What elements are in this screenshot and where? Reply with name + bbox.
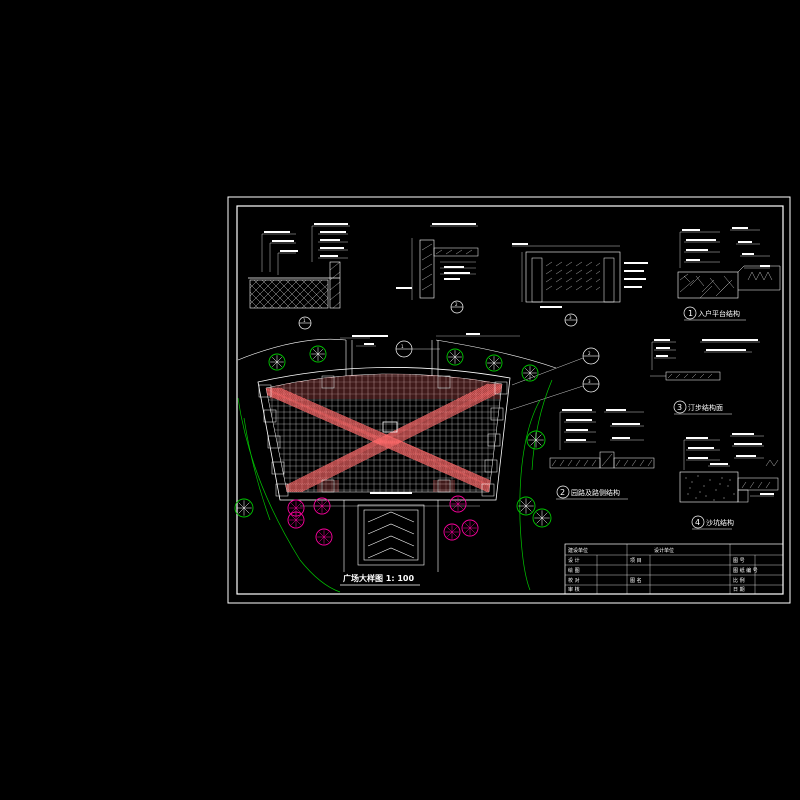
paving-band-line [292, 383, 502, 492]
shrub-icon [532, 508, 552, 528]
shrub-icon [516, 496, 536, 516]
paving-band-line [280, 383, 497, 492]
paving-band-line [275, 387, 502, 492]
paving-band-line [294, 383, 502, 492]
detail-num-path: 2 [560, 488, 565, 497]
outer-frame [227, 196, 791, 604]
paving-band-line [271, 387, 502, 492]
paving-band-line [277, 387, 502, 492]
center-marker [382, 421, 398, 433]
trees [234, 345, 552, 546]
paving-pattern [266, 373, 502, 492]
paving-band-line [266, 387, 501, 492]
tb-cell: 图 号 [733, 558, 745, 564]
tb-cell: 绘 图 [568, 567, 580, 574]
inner-frame [236, 205, 784, 595]
detail-num-entrance: 1 [688, 309, 693, 318]
paving-band-line [300, 383, 502, 492]
paving-band-line [267, 387, 502, 492]
tb-cell: 设 计 [568, 557, 580, 564]
callout-3: 3 [588, 379, 591, 384]
paving-band-line [284, 383, 501, 492]
paving-band-line [266, 387, 493, 492]
section-stepping-stone: 3 汀步结构面 [650, 339, 760, 415]
paving-band-line [279, 387, 502, 492]
detail-num-1: 1 [303, 318, 306, 323]
detail-label-stepping: 汀步结构面 [688, 403, 723, 412]
detail-num-2: 2 [455, 302, 458, 307]
tb-cell: 比 例 [733, 577, 745, 584]
paving-band-line [286, 383, 502, 492]
paving-band-line [296, 383, 502, 492]
section-path-edge: 2 园路及路侧结构 [549, 409, 655, 500]
paving-band-line [272, 383, 489, 492]
tb-design-unit: 设计单位 [654, 547, 674, 554]
title-block: 建设单位 设计单位 设 计 项 目 图 号 绘 图 图 纸 编 号 校 对 图 … [564, 543, 784, 595]
paving-band-line [276, 383, 493, 492]
flower-icon [461, 519, 479, 537]
detail-num-sandpit: 4 [695, 518, 700, 527]
plaza-title: 广场大样图 1: 100 [343, 573, 414, 583]
plaza-plan: 1 2 3 [237, 333, 600, 572]
paving-band-line [266, 387, 495, 492]
detail-num-stepping: 3 [677, 403, 682, 412]
tb-cell: 日 期 [733, 587, 745, 593]
paving-band-line [278, 383, 495, 492]
paving-band-line [273, 387, 502, 492]
paving-band-line [274, 383, 491, 492]
paving-band-line [266, 387, 491, 492]
flower-icon [287, 511, 305, 529]
tb-cell: 审 核 [568, 586, 580, 593]
tb-cell: 项 目 [630, 558, 642, 564]
tree-icon [521, 364, 539, 382]
section-detail-3: 3 [512, 243, 648, 327]
section-detail-2: 2 [396, 223, 479, 314]
detail-label-sandpit: 沙坑结构 [706, 518, 734, 527]
tb-unit: 建设单位 [568, 547, 588, 554]
paving-band-line [266, 387, 497, 492]
tree-icon [309, 345, 327, 363]
paving-band-line [266, 387, 489, 492]
paving-band-line [288, 383, 502, 492]
shrub-icon [526, 430, 546, 450]
tree-icon [268, 353, 286, 371]
flower-icon [315, 528, 333, 546]
tb-cell: 图 纸 编 号 [733, 567, 758, 574]
tree-icon [446, 348, 464, 366]
paving-band-line [290, 383, 502, 492]
detail-num-3: 3 [569, 315, 572, 320]
paving-band-line [298, 383, 502, 492]
paving-band-line [266, 387, 502, 492]
detail-label-path: 园路及路侧结构 [571, 488, 620, 497]
paving-band-line [266, 387, 499, 492]
flower-icon [443, 523, 461, 541]
tree-icon [485, 354, 503, 372]
paving-band-line [282, 383, 499, 492]
planting-boundaries [237, 379, 553, 593]
section-entrance-platform: 1 入户平台结构 [677, 227, 781, 321]
callout-2: 2 [588, 351, 591, 356]
section-sandpit: 4 沙坑结构 [679, 433, 779, 530]
shrub-icon [234, 498, 254, 518]
callout-1: 1 [401, 344, 404, 349]
paving-band-line [269, 387, 502, 492]
tb-cell: 图 名 [630, 577, 642, 584]
detail-label-entrance: 入户平台结构 [698, 309, 740, 318]
flower-icon [313, 497, 331, 515]
tb-cell: 校 对 [568, 577, 580, 584]
flower-icon [449, 495, 467, 513]
section-detail-1: 1 [248, 223, 350, 330]
